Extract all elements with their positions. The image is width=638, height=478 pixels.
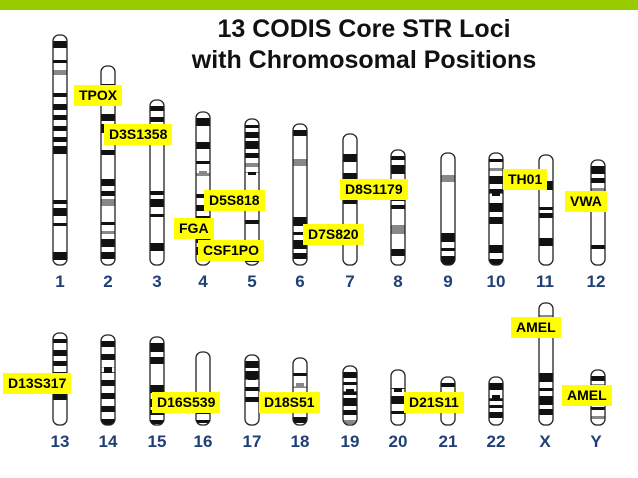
chromosome-number-4: 4	[198, 272, 208, 291]
top-accent-bar	[0, 0, 638, 10]
chromosome-number-2: 2	[103, 272, 113, 291]
chromosome-10	[488, 152, 504, 266]
chromosome-8	[390, 149, 406, 266]
chromosome-16	[195, 351, 211, 426]
chromosome-22	[488, 376, 504, 426]
chromosome-9	[440, 152, 456, 266]
chromosome-number-7: 7	[345, 272, 355, 291]
locus-label-amel-x: AMEL	[511, 317, 561, 338]
locus-label-d7s820: D7S820	[303, 224, 364, 245]
chromosome-number-5: 5	[247, 272, 257, 291]
chromosome-19	[342, 365, 358, 426]
locus-label-d5s818: D5S818	[204, 190, 265, 211]
chromosome-17	[244, 354, 260, 426]
chromosome-number-20: 20	[388, 432, 408, 451]
chromosome-number-15: 15	[147, 432, 167, 451]
chromosome-20	[390, 369, 406, 426]
locus-label-d21s11: D21S11	[404, 392, 464, 413]
locus-label-d16s539: D16S539	[152, 392, 221, 413]
locus-label-th01: TH01	[503, 169, 548, 190]
chromosome-number-x: X	[539, 432, 551, 451]
chromosome-number-22: 22	[486, 432, 506, 451]
chromosome-number-18: 18	[290, 432, 310, 451]
page-title: 13 CODIS Core STR Loci with Chromosomal …	[0, 14, 638, 76]
chromosome-number-14: 14	[98, 432, 118, 451]
chromosome-number-8: 8	[393, 272, 403, 291]
chromosome-12	[590, 159, 606, 266]
chromosome-number-9: 9	[443, 272, 453, 291]
title-line-2: with Chromosomal Positions	[191, 46, 537, 74]
locus-label-amel-y: AMEL	[562, 385, 612, 406]
chromosome-number-11: 11	[536, 272, 554, 291]
chromosome-number-17: 17	[242, 432, 262, 451]
chromosome-number-16: 16	[193, 432, 213, 451]
locus-label-tpox: TPOX	[74, 85, 123, 106]
locus-label-d8s1179: D8S1179	[340, 179, 408, 200]
locus-label-d13s317: D13S317	[3, 373, 72, 394]
chromosome-number-21: 21	[438, 432, 458, 451]
title-line-1: 13 CODIS Core STR Loci	[217, 15, 511, 43]
chromosome-number-1: 1	[55, 272, 65, 291]
locus-label-csf1po: CSF1PO	[198, 240, 265, 261]
chromosome-14	[100, 334, 116, 426]
chromosome-1	[52, 34, 68, 266]
locus-label-d3s1358: D3S1358	[104, 124, 173, 145]
chromosome-number-12: 12	[586, 272, 606, 291]
chromosome-number-3: 3	[152, 272, 162, 291]
chromosome-number-10: 10	[486, 272, 506, 291]
chromosome-number-19: 19	[340, 432, 360, 451]
chromosome-number-y: Y	[590, 432, 602, 451]
chromosome-number-6: 6	[295, 272, 305, 291]
locus-label-fga: FGA	[174, 218, 214, 239]
locus-label-vwa: VWA	[565, 191, 607, 212]
chromosome-number-13: 13	[50, 432, 70, 451]
locus-label-d18s51: D18S51	[259, 392, 320, 413]
